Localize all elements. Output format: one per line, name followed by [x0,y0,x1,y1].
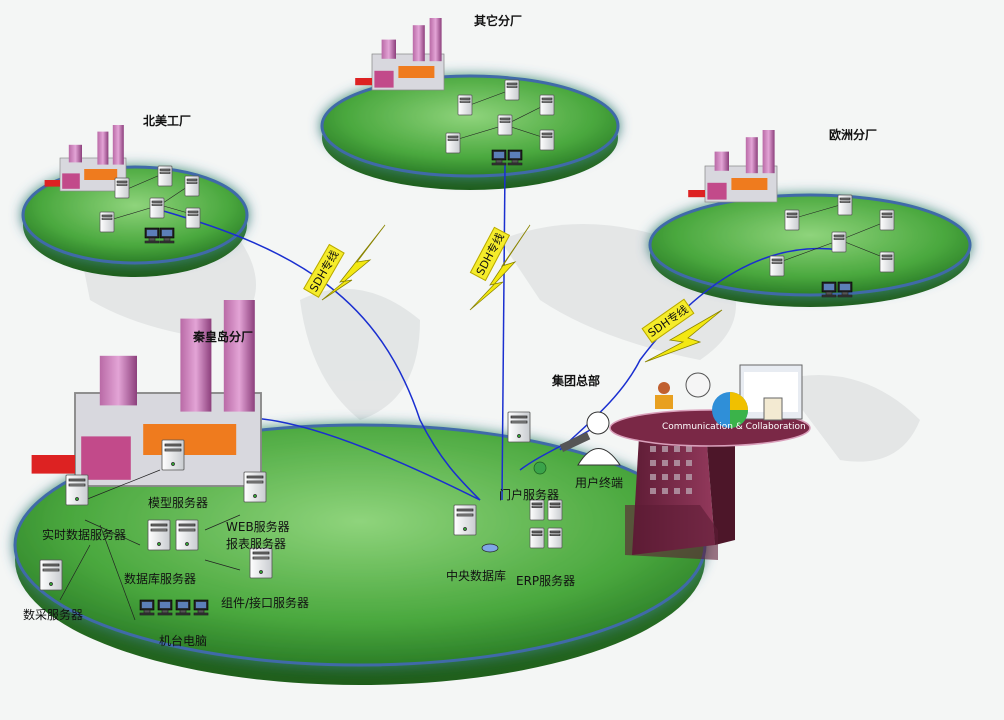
hq-building-icon [609,364,811,560]
database-server-icon-b [175,519,199,551]
portal-server-icon [507,411,531,443]
database-server-icon-a [147,519,171,551]
collector-server-icon [39,559,63,591]
label-database-server: 数据库服务器 [124,572,197,586]
factory-other [354,17,445,91]
web-server-icon [243,471,267,503]
bolt-left [321,224,386,301]
site-label-other: 其它分厂 [474,14,523,28]
realtime-server-icon [65,474,89,506]
component-server-icon [249,547,273,579]
label-component-server: 组件/接口服务器 [221,596,310,610]
site-label-europe: 欧洲分厂 [829,128,878,142]
factory-north-america [44,124,127,192]
servers-other [445,79,555,166]
label-model-server: 模型服务器 [148,496,209,510]
servers-main [39,411,563,621]
label-erp-server: ERP服务器 [516,574,576,588]
label-web-server: WEB服务器 [226,520,290,534]
bolt-mid [469,224,531,311]
servers-europe [769,194,895,298]
label-machine-pc: 机台电脑 [159,634,208,648]
user-terminal-icon [559,411,621,466]
bolt-right [644,309,723,363]
central-db-icon [453,504,477,536]
label-user-terminal: 用户终端 [575,476,624,490]
site-label-qinhuangdao: 秦皇岛分厂 [193,330,254,344]
link-north-america [159,209,481,501]
platform-other [320,74,620,190]
label-collector-server: 数采服务器 [23,608,84,622]
servers-north-america [99,165,201,244]
label-realtime-server: 实时数据服务器 [42,528,127,542]
label-portal-server: 门户服务器 [499,488,560,502]
site-label-north-america: 北美工厂 [143,114,192,128]
badge-communication-collaboration: Communication & Collaboration [662,422,806,432]
site-label-headquarters: 集团总部 [552,374,601,388]
link-other [501,164,506,501]
model-server-icon [161,439,185,471]
label-central-db: 中央数据库 [446,569,507,583]
factory-europe [687,129,778,203]
label-report-server: 报表服务器 [226,537,287,551]
